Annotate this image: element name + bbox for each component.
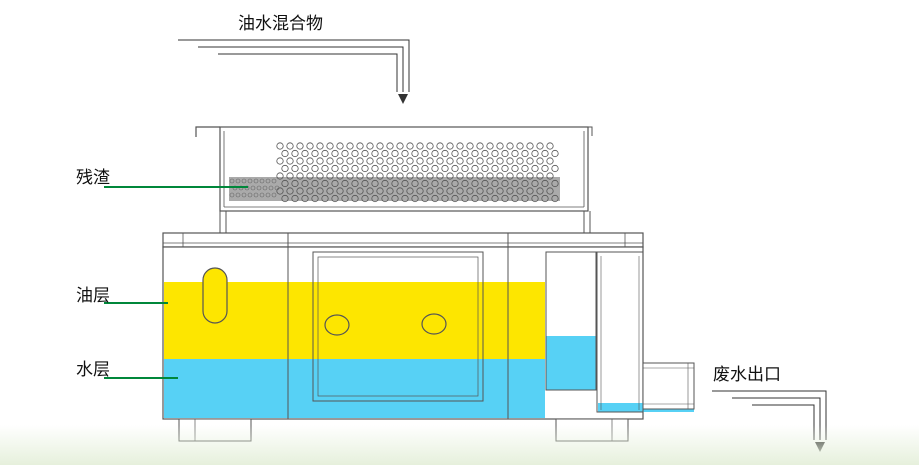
inlet-flow-arrow xyxy=(178,39,410,104)
label-pointers xyxy=(104,186,248,379)
residue-label: 残渣 xyxy=(76,168,110,188)
basket-perforations xyxy=(229,142,559,203)
inlet-label: 油水混合物 xyxy=(238,14,323,34)
water-layer xyxy=(164,359,545,418)
oil-layer-label: 油层 xyxy=(76,286,110,306)
water-layer-label: 水层 xyxy=(76,360,110,380)
residue-fill xyxy=(229,177,560,201)
separator-tank xyxy=(162,232,695,442)
outlet-label: 废水出口 xyxy=(713,365,781,385)
outlet-flow-arrow xyxy=(712,390,827,452)
